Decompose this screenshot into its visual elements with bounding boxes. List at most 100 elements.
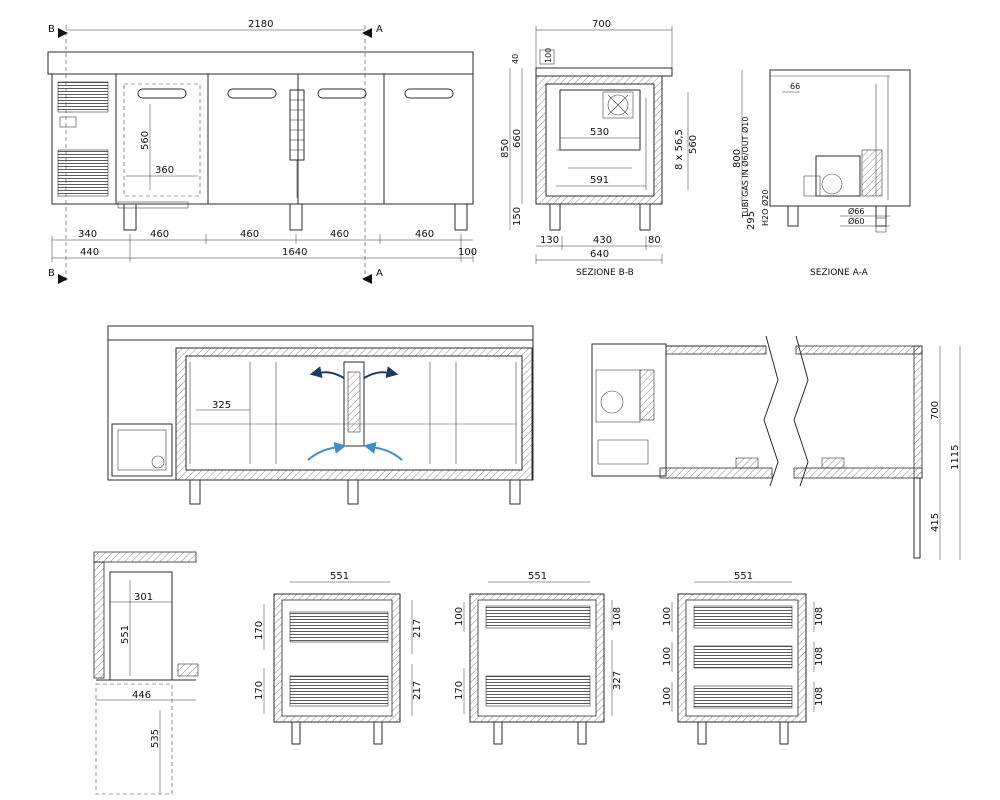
drawer-basket	[693, 605, 793, 629]
dim-460-b: 460	[240, 229, 259, 240]
dim-340: 340	[78, 229, 97, 240]
dim-shelf: 325	[212, 400, 231, 411]
leg-icon	[493, 721, 503, 745]
door-panel	[913, 477, 921, 559]
dim-130: 130	[540, 235, 559, 246]
section-bb: 700 100 40 850 660 150 530 560 8 x 56,5 …	[500, 19, 699, 278]
dim-1115: 1115	[950, 445, 961, 470]
dim-width: 551	[330, 571, 349, 582]
leg-icon	[289, 203, 303, 231]
dim-width: 551	[734, 571, 753, 582]
dim-460-d: 460	[415, 229, 434, 240]
caption-section-bb: SEZIONE B-B	[576, 268, 634, 278]
dim-right-2: 108	[814, 647, 825, 666]
dim-80: 80	[648, 235, 661, 246]
water-pipe-label: H2O Ø20	[760, 190, 770, 226]
dim-depth-301: 301	[134, 592, 153, 603]
dim-left-1: 100	[454, 607, 465, 626]
lower-grille	[57, 149, 109, 197]
dim-total-width: 2180	[248, 19, 273, 30]
door-2	[207, 73, 299, 205]
arrow-icon	[58, 28, 68, 38]
dim-left-1: 100	[662, 607, 673, 626]
dim-left-2: 170	[254, 681, 265, 700]
leg-icon	[549, 203, 561, 231]
fan-icon	[602, 91, 634, 119]
worktop	[107, 325, 534, 341]
dim-left-2: 170	[454, 681, 465, 700]
dim-body-height: 660	[512, 129, 523, 148]
drip-tray	[117, 201, 189, 209]
drawer-extended	[95, 683, 173, 795]
handle-icon	[227, 88, 277, 99]
leg-icon	[639, 203, 651, 231]
door-3	[297, 73, 385, 205]
dim-left-3: 100	[662, 687, 673, 706]
control-panel-icon	[59, 116, 77, 128]
marker-a-top: A	[376, 24, 383, 35]
cabinet-body	[51, 73, 474, 205]
leg-icon	[291, 721, 301, 745]
dim-right-3: 108	[814, 687, 825, 706]
drawer-basket	[693, 685, 793, 709]
dim-460-a: 460	[150, 229, 169, 240]
arrow-icon	[362, 274, 372, 284]
drawer-outline	[123, 83, 201, 197]
break-line	[763, 335, 779, 487]
drawer-basket	[289, 611, 389, 643]
dim-inner-width-bottom: 591	[590, 175, 609, 186]
leg-icon	[123, 203, 137, 231]
dim-440: 440	[80, 247, 99, 258]
leg-icon	[787, 205, 799, 227]
handle-icon	[317, 88, 367, 99]
dim-430: 430	[593, 235, 612, 246]
drawer-basket	[693, 645, 793, 669]
drawer-basket	[485, 605, 591, 629]
dim-guides: 8 x 56,5	[674, 129, 685, 170]
dim-leg-height: 150	[512, 207, 523, 226]
upper-grille	[57, 81, 109, 113]
dim-left-2: 100	[662, 647, 673, 666]
dim-inner-height: 560	[688, 135, 699, 154]
arrow-icon	[58, 274, 68, 284]
leg-icon	[577, 721, 587, 745]
airflow-in-arrow-icon	[307, 441, 347, 461]
dim-height-295: 295	[746, 211, 757, 230]
worktop	[535, 67, 673, 77]
dim-top-thickness: 40	[511, 54, 520, 64]
dim-total-height: 850	[500, 139, 511, 158]
leg-icon	[779, 721, 789, 745]
drawer-basket	[289, 675, 389, 707]
marker-a-bottom: A	[376, 268, 383, 279]
airflow-view: 325	[107, 325, 534, 505]
leg-icon	[189, 479, 201, 505]
dim-top-width: 700	[592, 19, 611, 30]
dim-right-1: 108	[814, 607, 825, 626]
leg-icon	[373, 721, 383, 745]
dim-width: 551	[528, 571, 547, 582]
dim-right-1: 217	[412, 619, 423, 638]
dim-height-800: 800	[732, 149, 743, 168]
dim-drawer-width: 360	[155, 165, 174, 176]
dim-height-551: 551	[120, 625, 131, 644]
dim-ext-535: 535	[150, 729, 161, 748]
front-view: B A B A 2180 560 360 340 460 460 460 460…	[47, 19, 477, 284]
dim-right-2: 327	[612, 671, 623, 690]
leg-icon	[454, 203, 468, 231]
break-line	[793, 335, 809, 487]
door-4	[383, 73, 474, 205]
handle-icon	[404, 88, 454, 99]
side-view: 700 1115 415	[591, 335, 961, 560]
section-aa: 66 800 295 TUBI GAS IN Ø6/OUT Ø10 H2O Ø2…	[732, 69, 911, 278]
gas-pipes-label: TUBI GAS IN Ø6/OUT Ø10	[740, 117, 750, 219]
dim-left-1: 170	[254, 621, 265, 640]
dim-66: 66	[790, 82, 800, 91]
drawer-config-3: 551 100 100 100 108 108 108	[662, 571, 825, 745]
marker-b-bottom: B	[48, 268, 55, 279]
airflow-out-arrow-icon	[309, 366, 345, 379]
pipe-66-label: Ø66	[848, 206, 864, 216]
compressor-icon	[111, 423, 173, 477]
leg-icon	[347, 479, 359, 505]
dim-right-1: 108	[612, 607, 623, 626]
drain-icon	[875, 217, 887, 233]
